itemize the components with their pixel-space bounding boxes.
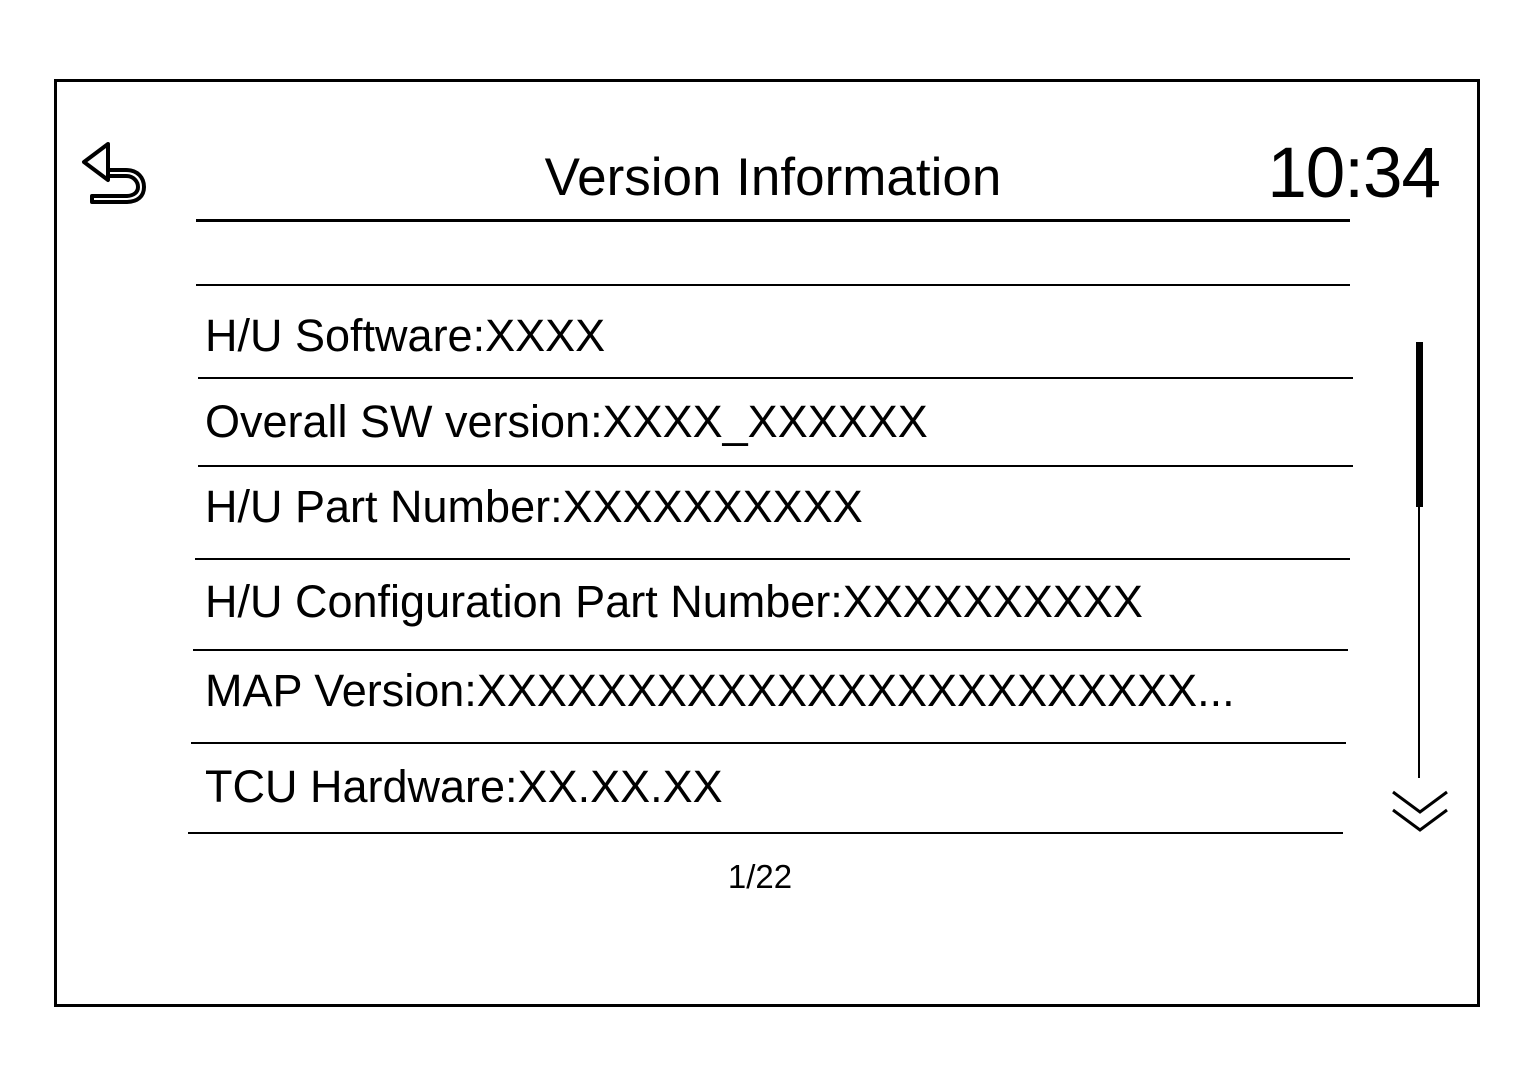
list-item-tcu-hardware[interactable]: TCU Hardware:XX.XX.XX — [205, 761, 723, 812]
scrollbar-thumb[interactable] — [1416, 342, 1423, 507]
list-divider — [195, 558, 1350, 560]
double-chevron-down-icon — [1392, 790, 1448, 832]
list-item-hu-configuration-part-number[interactable]: H/U Configuration Part Number:XXXXXXXXXX — [205, 576, 1143, 627]
display-screen — [54, 79, 1480, 1007]
list-item-map-version[interactable]: MAP Version:XXXXXXXXXXXXXXXXXXXXXXXX... — [205, 665, 1235, 716]
list-divider — [198, 465, 1353, 467]
page-indicator: 1/22 — [727, 858, 793, 895]
list-item-hu-software[interactable]: H/U Software:XXXX — [205, 310, 606, 361]
list-bottom-divider — [188, 832, 1343, 834]
list-divider — [191, 742, 1346, 744]
list-top-divider — [196, 284, 1350, 286]
scroll-down-button[interactable] — [1387, 786, 1453, 838]
list-item-hu-part-number[interactable]: H/U Part Number:XXXXXXXXXX — [205, 481, 863, 532]
scrollbar-track[interactable] — [1418, 342, 1420, 778]
page-title: Version Information — [544, 148, 1002, 207]
list-divider — [198, 377, 1353, 379]
back-button[interactable] — [78, 140, 156, 210]
header-divider — [196, 219, 1350, 222]
list-divider — [193, 649, 1348, 651]
list-item-overall-sw-version[interactable]: Overall SW version:XXXX_XXXXXX — [205, 396, 928, 447]
back-arrow-icon — [82, 142, 146, 204]
clock: 10:34 — [1267, 134, 1441, 213]
